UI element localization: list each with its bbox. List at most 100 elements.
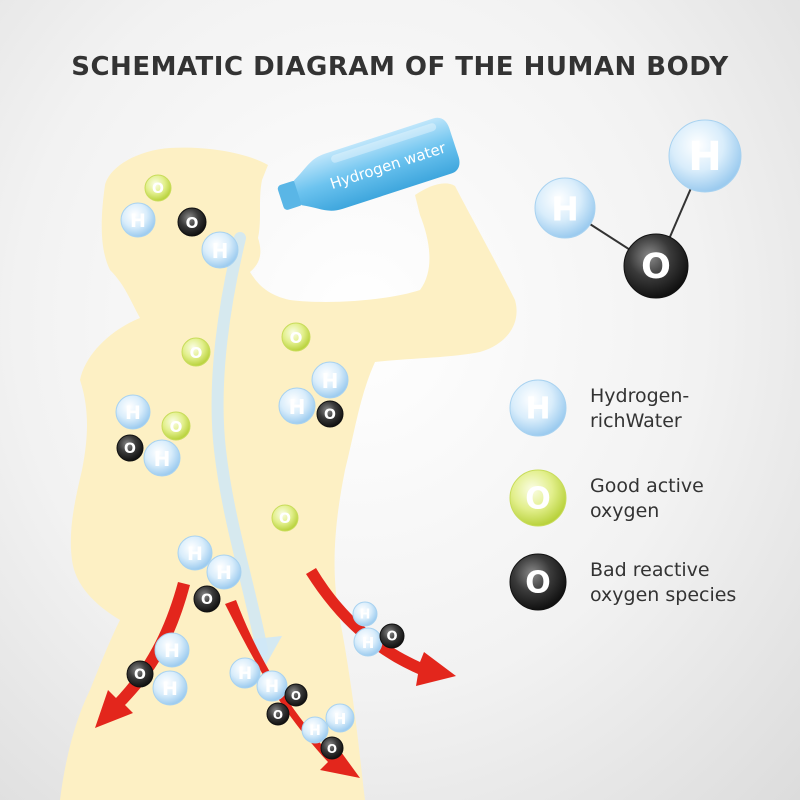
hydrogen-molecule: H <box>353 627 383 657</box>
bad-oxygen-molecule: O <box>126 660 154 688</box>
good-oxygen-molecule: O <box>161 411 191 441</box>
hydrogen-molecule: H <box>154 632 190 668</box>
hydrogen-molecule-sphere <box>206 554 242 590</box>
hydrogen-molecule: H <box>115 394 151 430</box>
bad-oxygen-molecule-symbol: O <box>201 592 213 608</box>
page-title: SCHEMATIC DIAGRAM OF THE HUMAN BODY <box>71 52 729 82</box>
hydrogen-molecule-sphere <box>201 231 239 269</box>
hydrogen-molecule: H <box>229 657 261 689</box>
bad-oxygen-molecule: O <box>116 434 144 462</box>
hydrogen-icon: H <box>509 379 567 437</box>
hydrogen-molecule: H <box>352 601 378 627</box>
good-oxygen-molecule-sphere <box>181 337 211 367</box>
good-oxygen-molecule-sphere <box>271 504 299 532</box>
bad-oxygen-molecule-sphere <box>126 660 154 688</box>
hydrogen-molecule-symbol: H <box>362 634 375 652</box>
hydrogen-molecule: H <box>177 535 213 571</box>
hydrogen-molecule-sphere <box>143 439 181 477</box>
hydrogen-molecule-sphere <box>301 716 329 744</box>
legend-label-good-oxygen: Good active oxygen <box>590 475 704 522</box>
good-oxygen-molecule-symbol: O <box>170 418 183 436</box>
hydrogen-molecule-symbol: H <box>289 395 306 419</box>
hydrogen-molecule-sphere <box>229 657 261 689</box>
legend-label-bad-oxygen: Bad reactive oxygen species <box>590 559 737 606</box>
hydrogen-molecule-sphere <box>278 387 316 425</box>
hydrogen-molecule-sphere <box>325 703 355 733</box>
hydrogen-molecule-sphere <box>152 670 188 706</box>
good-oxygen-molecule: O <box>281 322 311 352</box>
bad-oxygen-molecule-sphere <box>266 702 290 726</box>
good-oxygen-molecule-sphere <box>161 411 191 441</box>
hydrogen-molecule-symbol: H <box>688 134 721 180</box>
hydrogen-molecule-symbol: H <box>212 239 229 263</box>
hydrogen-molecule: H <box>256 670 288 702</box>
good-oxygen-molecule-sphere <box>281 322 311 352</box>
bad-oxygen-molecule-sphere <box>193 585 221 613</box>
bad-oxygen-molecule-symbol: O <box>324 407 336 423</box>
bad-oxygen-molecule-symbol: O <box>134 667 146 683</box>
hydrogen-molecule-symbol: H <box>125 402 141 424</box>
bad-oxygen-molecule-symbol: O <box>641 247 671 287</box>
good-oxygen-molecule: O <box>271 504 299 532</box>
bad-oxygen-icon: O <box>509 553 567 611</box>
hydrogen-molecule-sphere <box>534 177 596 239</box>
hydrogen-molecule-sphere <box>352 601 378 627</box>
hydrogen-molecule-symbol: H <box>334 710 347 728</box>
bad-oxygen-molecule-sphere <box>116 434 144 462</box>
good-oxygen-molecule: O <box>144 174 172 202</box>
good-oxygen-molecule-sphere <box>144 174 172 202</box>
bad-oxygen-molecule: O <box>193 585 221 613</box>
hydrogen-molecule-sphere <box>120 202 156 238</box>
bad-oxygen-molecule: O <box>266 702 290 726</box>
hydrogen-molecule-sphere <box>177 535 213 571</box>
hydrogen-molecule-symbol: H <box>187 543 203 565</box>
good-oxygen-molecule-symbol: O <box>190 344 203 362</box>
good-oxygen-icon: O <box>509 469 567 527</box>
water-stream <box>211 232 268 656</box>
hydrogen-molecule: H <box>278 387 316 425</box>
hydrogen-molecule-symbol: H <box>360 608 371 623</box>
hydrogen-molecule-symbol: H <box>162 678 178 700</box>
bad-oxygen-molecule-sphere <box>379 623 405 649</box>
legend-item-good-oxygen: O Good active oxygen <box>508 466 788 530</box>
good-oxygen-molecule: O <box>181 337 211 367</box>
svg-text:O: O <box>525 566 551 601</box>
bad-oxygen-molecule-symbol: O <box>124 441 136 457</box>
hydrogen-molecule-symbol: H <box>309 723 321 739</box>
bad-oxygen-molecule-symbol: O <box>273 708 283 722</box>
hydrogen-molecule-symbol: H <box>265 677 279 697</box>
hydrogen-molecule: H <box>311 361 349 399</box>
bad-oxygen-molecule-sphere <box>284 683 308 707</box>
good-oxygen-molecule-symbol: O <box>279 511 291 527</box>
bad-oxygen-molecule: O <box>320 736 344 760</box>
bad-oxygen-molecule-symbol: O <box>386 630 397 645</box>
hydrogen-molecule-symbol: H <box>551 190 579 229</box>
legend-item-bad-oxygen: O Bad reactive oxygen species <box>508 550 788 614</box>
hydrogen-molecule: H <box>201 231 239 269</box>
hydrogen-molecule-symbol: H <box>130 210 146 232</box>
hydrogen-molecule-sphere <box>115 394 151 430</box>
hydrogen-molecule: H <box>120 202 156 238</box>
hydrogen-molecule-sphere <box>668 119 742 193</box>
hydrogen-molecule: H <box>668 119 742 193</box>
good-oxygen-molecule-symbol: O <box>152 181 164 197</box>
hydrogen-water-bottle: Hydrogen water <box>277 117 460 211</box>
good-oxygen-molecule-symbol: O <box>290 329 303 347</box>
legend-item-hydrogen: H Hydrogen- richWater <box>508 376 788 440</box>
hydrogen-molecule-symbol: H <box>164 640 180 662</box>
bad-oxygen-molecule-symbol: O <box>327 742 337 756</box>
hydrogen-molecule-symbol: H <box>216 562 232 584</box>
bad-oxygen-molecule: O <box>379 623 405 649</box>
bad-oxygen-molecule-sphere <box>623 233 689 299</box>
svg-text:H: H <box>525 392 550 427</box>
bad-oxygen-molecule-sphere <box>316 400 344 428</box>
hydrogen-molecule: H <box>206 554 242 590</box>
hydrogen-molecule: H <box>143 439 181 477</box>
bad-oxygen-molecule: O <box>284 683 308 707</box>
bad-oxygen-molecule-symbol: O <box>186 214 199 232</box>
excretion-arrows <box>95 568 456 778</box>
hydrogen-molecule-symbol: H <box>238 664 252 684</box>
bad-oxygen-molecule-sphere <box>320 736 344 760</box>
bad-oxygen-molecule-symbol: O <box>291 689 301 703</box>
hydrogen-molecule-sphere <box>154 632 190 668</box>
